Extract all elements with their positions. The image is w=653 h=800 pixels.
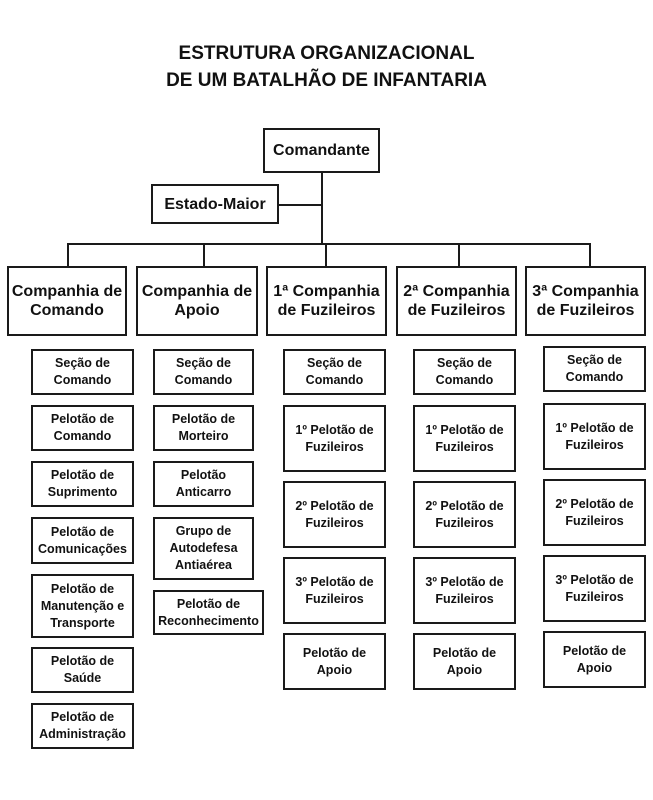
unit-label: Seção de Comando [435, 356, 494, 387]
unit-box: Seção de Comando [283, 349, 386, 395]
connector-companhia-3 [325, 243, 327, 267]
companhia-2-fuzileiros-box: 2ª Companhia de Fuzileiros [396, 266, 517, 336]
unit-box: Seção de Comando [153, 349, 254, 395]
unit-label: Seção de Comando [174, 356, 233, 387]
unit-label: Pelotão de Reconhecimento [158, 596, 259, 628]
unit-box: Pelotão de Morteiro [153, 405, 254, 451]
unit-label: Pelotão Anticarro [175, 468, 232, 499]
unit-box: Pelotão de Suprimento [31, 461, 134, 507]
unit-label: 3º Pelotão de Fuzileiros [555, 572, 634, 604]
unit-box: 1º Pelotão de Fuzileiros [543, 403, 646, 470]
estado-maior-box: Estado-Maior [151, 184, 279, 224]
unit-box: 2º Pelotão de Fuzileiros [283, 481, 386, 548]
companhia-1-fuzileiros-box: 1ª Companhia de Fuzileiros [266, 266, 387, 336]
unit-label: Pelotão de Apoio [302, 645, 367, 677]
unit-label: 1º Pelotão de Fuzileiros [555, 420, 634, 452]
connector-companhia-1 [67, 243, 69, 267]
unit-box: Pelotão de Saúde [31, 647, 134, 693]
unit-box: 3º Pelotão de Fuzileiros [413, 557, 516, 624]
unit-box: Pelotão de Apoio [413, 633, 516, 690]
companhia-label: Companhia de Apoio [141, 283, 253, 319]
unit-box: Pelotão de Comando [31, 405, 134, 451]
unit-label: Pelotão de Morteiro [171, 412, 236, 443]
unit-label: 3º Pelotão de Fuzileiros [295, 574, 374, 606]
connector-horizontal-bar [67, 243, 591, 245]
unit-box: Pelotão Anticarro [153, 461, 254, 507]
unit-label: Pelotão de Apoio [432, 645, 497, 677]
unit-box: 3º Pelotão de Fuzileiros [283, 557, 386, 624]
unit-box: Pelotão de Reconhecimento [153, 590, 264, 635]
connector-comandante-trunk [321, 172, 323, 244]
unit-label: 2º Pelotão de Fuzileiros [295, 498, 374, 530]
companhia-label: 2ª Companhia de Fuzileiros [403, 283, 510, 319]
unit-label: Pelotão de Comunicações [38, 524, 127, 556]
unit-box: Pelotão de Administração [31, 703, 134, 749]
companhia-label: 3ª Companhia de Fuzileiros [532, 283, 639, 319]
chart-title-line-1: ESTRUTURA ORGANIZACIONAL [178, 43, 475, 64]
unit-label: Pelotão de Apoio [562, 643, 627, 675]
unit-box: Pelotão de Comunicações [31, 517, 134, 564]
unit-box: Grupo de Autodefesa Antiaérea [153, 517, 254, 580]
unit-label: Pelotão de Suprimento [47, 468, 118, 499]
unit-box: 1º Pelotão de Fuzileiros [413, 405, 516, 472]
companhia-label: Companhia de Comando [11, 283, 123, 319]
unit-label: 3º Pelotão de Fuzileiros [425, 574, 504, 606]
unit-label: Pelotão de Saúde [50, 654, 115, 685]
unit-box: Pelotão de Apoio [283, 633, 386, 690]
connector-companhia-2 [203, 243, 205, 267]
unit-label: 2º Pelotão de Fuzileiros [555, 496, 634, 528]
unit-label: Seção de Comando [53, 356, 112, 387]
unit-box: Seção de Comando [543, 346, 646, 392]
connector-companhia-5 [589, 243, 591, 267]
unit-label: 2º Pelotão de Fuzileiros [425, 498, 504, 530]
unit-label: Seção de Comando [305, 356, 364, 387]
unit-box: 3º Pelotão de Fuzileiros [543, 555, 646, 622]
companhia-label: 1ª Companhia de Fuzileiros [273, 283, 380, 319]
comandante-box: Comandante [263, 128, 380, 173]
unit-label: Seção de Comando [565, 353, 624, 384]
unit-box: 1º Pelotão de Fuzileiros [283, 405, 386, 472]
unit-label: 1º Pelotão de Fuzileiros [295, 422, 374, 454]
companhia-de-apoio-box: Companhia de Apoio [136, 266, 258, 336]
connector-companhia-4 [458, 243, 460, 267]
chart-title-line-2: DE UM BATALHÃO DE INFANTARIA [166, 70, 487, 91]
companhia-3-fuzileiros-box: 3ª Companhia de Fuzileiros [525, 266, 646, 336]
unit-box: Pelotão de Apoio [543, 631, 646, 688]
unit-label: Grupo de Autodefesa Antiaérea [169, 524, 238, 572]
companhia-de-comando-box: Companhia de Comando [7, 266, 127, 336]
unit-box: 2º Pelotão de Fuzileiros [543, 479, 646, 546]
unit-box: Seção de Comando [31, 349, 134, 395]
unit-label: 1º Pelotão de Fuzileiros [425, 422, 504, 454]
unit-label: Pelotão de Manutenção e Transporte [40, 581, 125, 630]
unit-box: 2º Pelotão de Fuzileiros [413, 481, 516, 548]
comandante-label: Comandante [273, 142, 370, 159]
unit-box: Seção de Comando [413, 349, 516, 395]
connector-estado-maior [278, 204, 323, 206]
estado-maior-label: Estado-Maior [164, 195, 266, 213]
unit-box: Pelotão de Manutenção e Transporte [31, 574, 134, 638]
unit-label: Pelotão de Administração [39, 710, 126, 741]
unit-label: Pelotão de Comando [50, 412, 115, 443]
